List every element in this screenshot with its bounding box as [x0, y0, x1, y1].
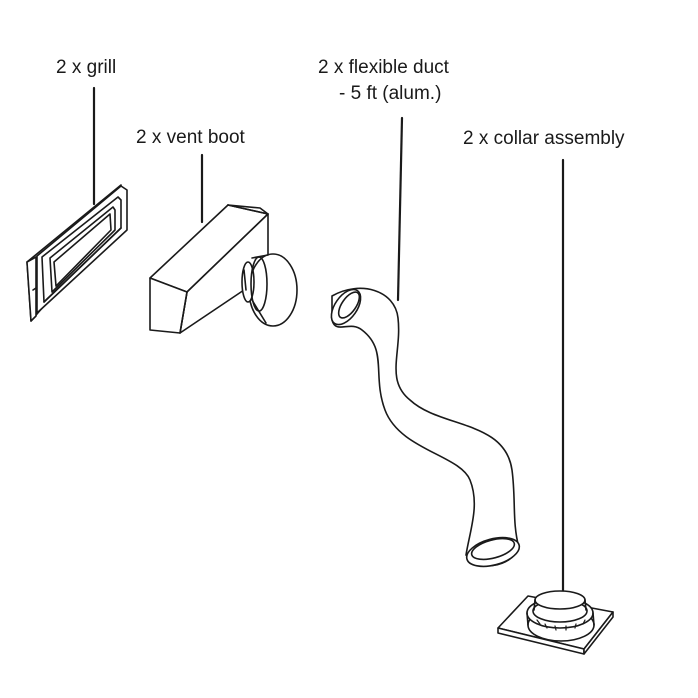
grill-illustration — [26, 184, 128, 322]
vent-boot-label: 2 x vent boot — [136, 127, 245, 148]
collar-assembly-illustration — [497, 590, 614, 655]
grill-label: 2 x grill — [56, 57, 117, 78]
flexible-duct-label: 2 x flexible duct — [318, 57, 449, 78]
flexible-duct-length-label: - 5 ft (alum.) — [339, 83, 442, 104]
collar-assembly-label: 2 x collar assembly — [463, 128, 625, 149]
flexible-duct-illustration — [330, 287, 521, 568]
vent-boot-illustration — [149, 204, 298, 334]
duct-leader-line — [396, 116, 404, 302]
